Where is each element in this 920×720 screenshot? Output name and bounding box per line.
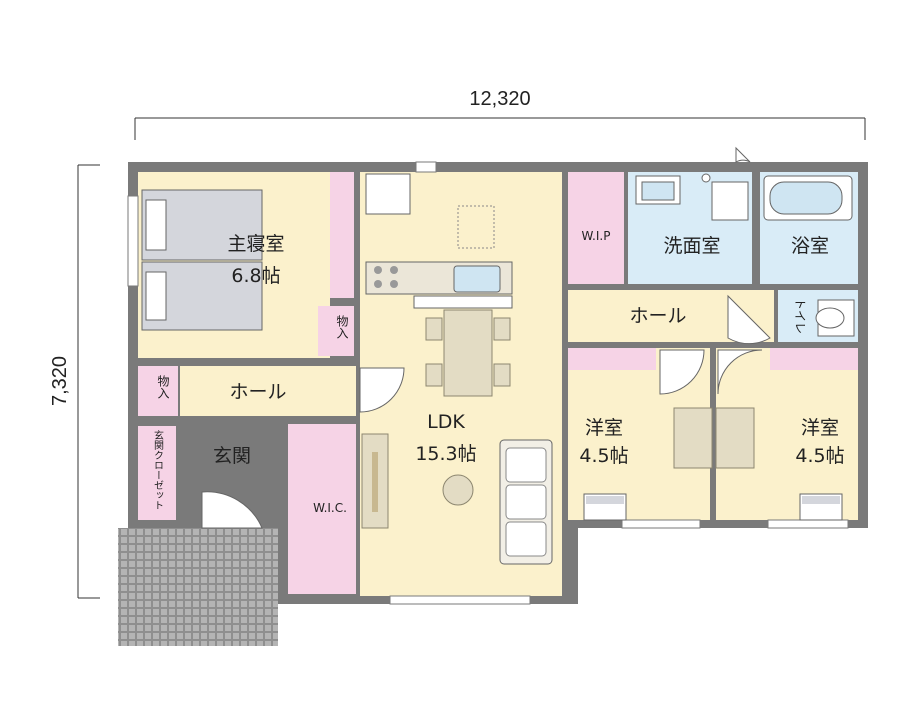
western-room-1-size: 4.5帖 (579, 445, 628, 467)
entrance-label: 玄関 (213, 445, 251, 467)
washroom-fixtures (635, 173, 749, 221)
porch-tiles (118, 528, 278, 646)
toilet-fixture (815, 299, 855, 337)
western-room-2-size: 4.5帖 (795, 445, 844, 467)
entrance-closet-label: 玄関クローゼット (152, 429, 164, 510)
western-room-1-label: 洋室 (585, 417, 623, 439)
beds (141, 189, 263, 331)
western-room-2-closet (770, 348, 858, 370)
height-dimension: 7,320 (49, 164, 100, 599)
hall-left-floor (180, 366, 356, 416)
ldk-label: LDK (427, 411, 465, 433)
kitchen (365, 173, 513, 309)
washroom-label: 洗面室 (663, 235, 720, 257)
wic-floor (288, 424, 356, 594)
toilet-label: トイレ (793, 298, 807, 334)
living-furniture (361, 433, 553, 565)
wip-label: W.I.P (582, 229, 611, 243)
bathtub (763, 175, 853, 221)
western-room-1-closet (568, 348, 656, 370)
western-room-2-label: 洋室 (801, 417, 839, 439)
storage-2-floor (138, 366, 178, 416)
windows (127, 161, 849, 605)
bedroom-closet (330, 172, 354, 298)
wic-label: W.I.C. (313, 501, 347, 515)
storage-1-floor (318, 306, 354, 356)
hall-left-label: ホール (229, 381, 286, 403)
hall-right-label: ホール (629, 305, 686, 327)
height-dimension-label: 7,320 (49, 356, 71, 406)
doors (201, 146, 771, 529)
master-bedroom-label: 主寝室 (227, 233, 284, 255)
master-bedroom-size: 6.8帖 (231, 265, 280, 287)
western-room-furniture (583, 407, 843, 521)
width-dimension: 12,320 (134, 88, 866, 140)
wip-floor (568, 172, 624, 284)
bathroom-label: 浴室 (791, 235, 829, 257)
width-dimension-label: 12,320 (469, 88, 530, 110)
entrance-closet-floor (138, 426, 176, 520)
dining-set (425, 309, 511, 397)
ldk-size: 15.3帖 (415, 443, 476, 465)
